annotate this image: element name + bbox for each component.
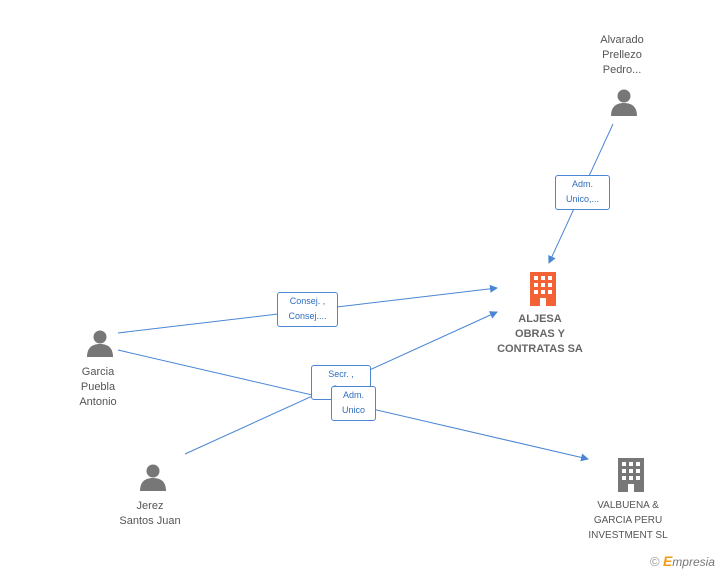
- edge-label-alvarado-aljesa[interactable]: Adm. Unico,...: [555, 175, 610, 210]
- person-icon[interactable]: [138, 463, 168, 493]
- node-label-aljesa[interactable]: ALJESA OBRAS Y CONTRATAS SA: [497, 313, 583, 355]
- empresia-logo: © Empresia: [650, 553, 715, 569]
- person-icon[interactable]: [85, 329, 115, 359]
- node-label-alvarado[interactable]: Alvarado Prellezo Pedro...: [600, 34, 644, 76]
- node-label-valbuena[interactable]: VALBUENA & GARCIA PERU INVESTMENT SL: [588, 500, 668, 541]
- edge-label-garcia-valbuena[interactable]: Adm. Unico: [331, 386, 376, 421]
- copyright-icon: ©: [650, 554, 660, 569]
- node-label-garcia[interactable]: Garcia Puebla Antonio: [79, 366, 117, 408]
- edge-label-garcia-aljesa[interactable]: Consej. , Consej....: [277, 292, 338, 327]
- node-label-jerez[interactable]: Jerez Santos Juan: [119, 500, 181, 527]
- company-building-icon[interactable]: [615, 457, 647, 493]
- person-icon[interactable]: [609, 88, 639, 118]
- company-building-icon[interactable]: [527, 271, 559, 307]
